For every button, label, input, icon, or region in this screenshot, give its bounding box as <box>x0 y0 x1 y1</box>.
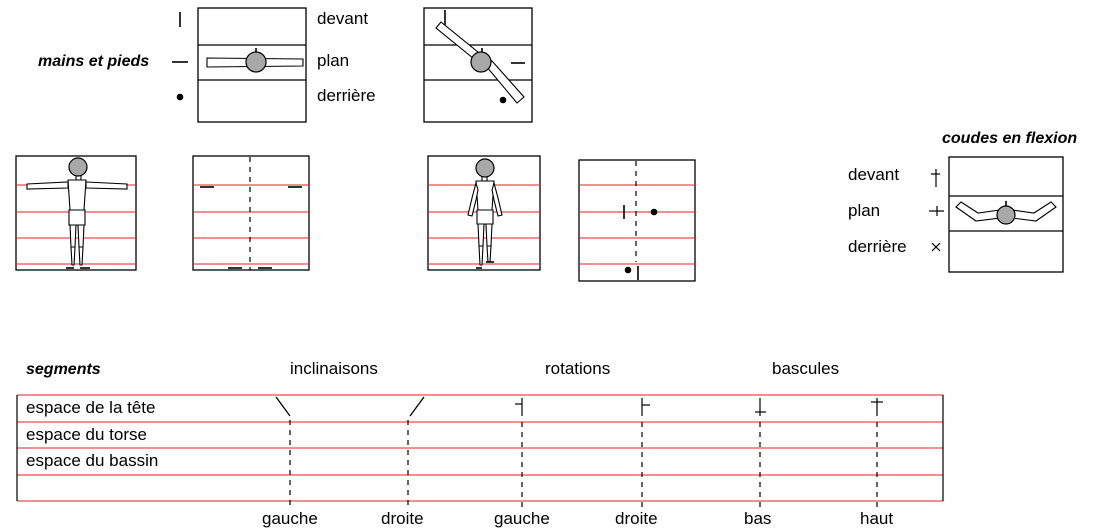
figure-head <box>475 158 495 178</box>
group-label-rotations: rotations <box>545 359 610 378</box>
segments-section: segments inclinaisons rotations bascules… <box>16 359 944 528</box>
figure-head <box>68 157 88 177</box>
segment-columns <box>289 420 878 508</box>
hands-feet-section: mains et pieds devant plan derrière <box>38 7 533 123</box>
right-arm-top-view <box>485 60 525 104</box>
row-label-back: derrière <box>317 86 376 105</box>
figure-frame-3 <box>427 155 541 271</box>
direction-label-gauche: gauche <box>494 509 550 528</box>
direction-label-droite: droite <box>381 509 424 528</box>
direction-label-gauche: gauche <box>262 509 318 528</box>
head-top-view <box>245 51 267 73</box>
figure-frame-1 <box>15 155 137 271</box>
elbows-title: coudes en flexion <box>942 130 1077 147</box>
left-arm-flexed <box>955 201 1001 222</box>
right-arm-flexed <box>1011 201 1057 222</box>
segment-row-torso: espace du torse <box>26 425 147 444</box>
head-top-view <box>470 51 492 73</box>
hands-feet-symbols <box>172 12 188 101</box>
hands-feet-frame-example <box>423 7 533 123</box>
elbows-section: coudes en flexion devant plan derrière <box>848 130 1077 273</box>
direction-label-haut: haut <box>860 509 893 528</box>
back-symbol <box>176 93 184 101</box>
hands-feet-frame-neutral <box>197 7 307 123</box>
hands-feet-labels: devant plan derrière <box>317 9 376 105</box>
segments-grid <box>16 394 944 502</box>
elbow-row-label-front: devant <box>848 165 899 184</box>
segment-head-symbols <box>275 396 883 417</box>
elbow-symbols <box>929 169 944 252</box>
direction-label-droite: droite <box>615 509 658 528</box>
figure-arms-extended <box>26 157 128 269</box>
head-top-view <box>996 205 1016 225</box>
row-label-plane: plan <box>317 51 349 70</box>
back-symbol <box>499 96 507 104</box>
elbow-frame <box>948 156 1064 273</box>
hands-feet-title: mains et pieds <box>38 53 149 70</box>
segment-row-head: espace de la tête <box>26 398 155 417</box>
direction-label-bas: bas <box>744 509 771 528</box>
group-label-bascules: bascules <box>772 359 839 378</box>
elbow-row-label-back: derrière <box>848 237 907 256</box>
figure-frame-2 <box>192 155 310 271</box>
figure-frame-4 <box>578 159 696 282</box>
figure-arms-down <box>467 158 503 269</box>
segment-row-pelvis: espace du bassin <box>26 451 158 470</box>
segments-title: segments <box>26 361 101 378</box>
elbow-row-label-plane: plan <box>848 201 880 220</box>
group-label-inclinaisons: inclinaisons <box>290 359 378 378</box>
row-label-front: devant <box>317 9 368 28</box>
